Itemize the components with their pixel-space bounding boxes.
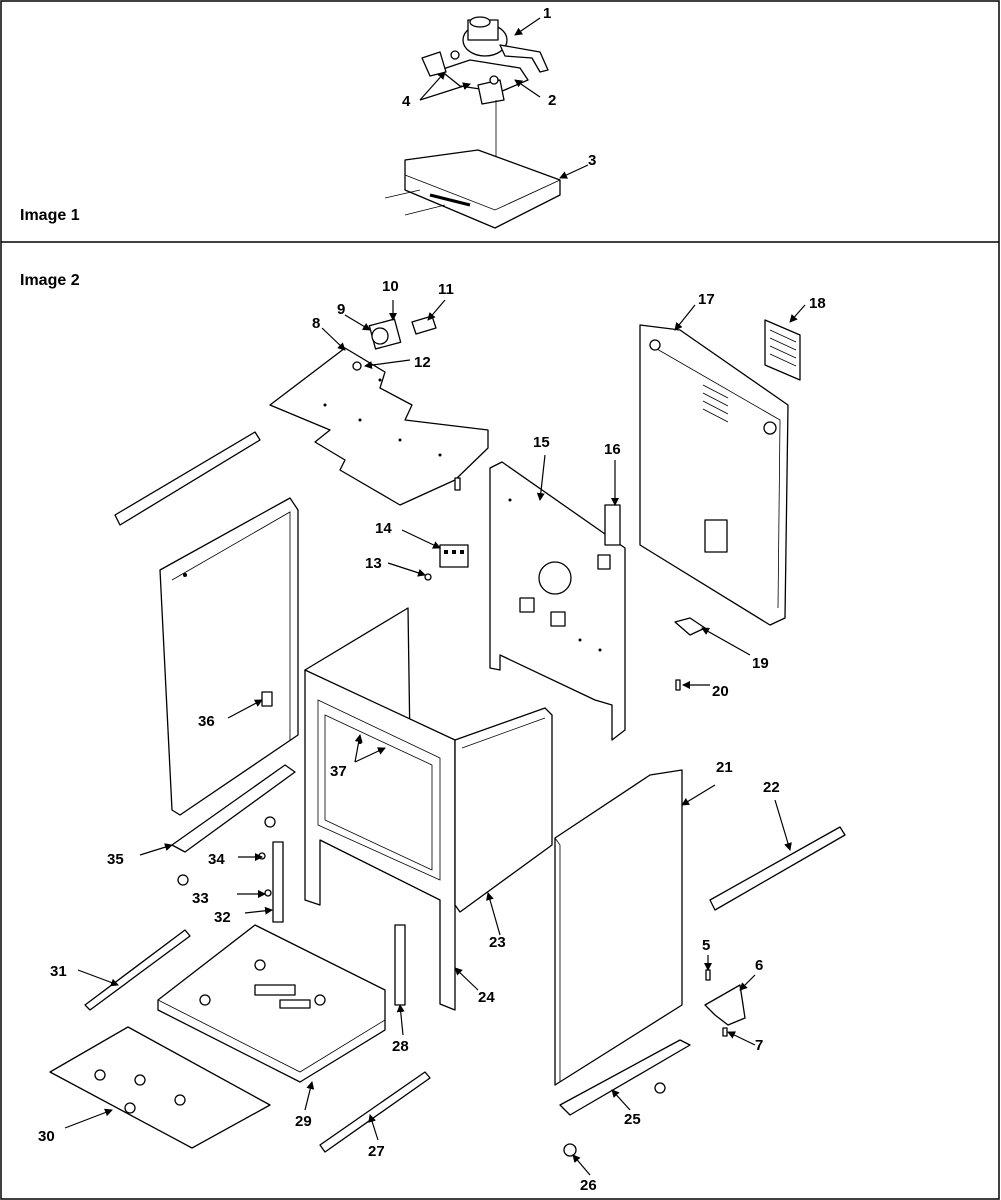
- callout-20: 20: [712, 683, 729, 700]
- part-22-rail: [709, 826, 846, 911]
- callout-34: 34: [208, 851, 225, 868]
- callout-19: 19: [752, 655, 769, 672]
- callout-15: 15: [533, 434, 550, 451]
- callout-3: 3: [588, 152, 596, 169]
- part-31-rail: [84, 929, 191, 1011]
- callout-31: 31: [50, 963, 67, 980]
- part-7-screw: [722, 1027, 728, 1037]
- part-9-10-fan-assembly: [368, 318, 402, 350]
- part-30-bottom-plate: [49, 1026, 271, 1149]
- part-19-bracket: [674, 617, 706, 636]
- part-13-screw: [424, 573, 432, 581]
- callout-13: 13: [365, 555, 382, 572]
- callout-33: 33: [192, 890, 209, 907]
- part-27-rail: [319, 1071, 431, 1153]
- part-35-rail: [171, 764, 296, 853]
- callout-29: 29: [295, 1113, 312, 1130]
- callout-18: 18: [809, 295, 826, 312]
- part-5-screw: [705, 969, 711, 981]
- callout-21: 21: [716, 759, 733, 776]
- callout-7: 7: [755, 1037, 763, 1054]
- part-20-screw: [675, 679, 681, 691]
- part-15-back-panel: [489, 461, 626, 741]
- image-2-title: Image 2: [20, 272, 80, 289]
- part-24-front-frame: [304, 607, 456, 1011]
- callout-5: 5: [702, 937, 710, 954]
- callout-22: 22: [763, 779, 780, 796]
- callout-9: 9: [337, 301, 345, 318]
- part-28-hinge: [394, 924, 406, 1006]
- callout-24: 24: [478, 989, 495, 1006]
- callout-30: 30: [38, 1128, 55, 1145]
- callout-6: 6: [755, 957, 763, 974]
- callout-8: 8: [312, 315, 320, 332]
- callout-27: 27: [368, 1143, 385, 1160]
- callout-12: 12: [414, 354, 431, 371]
- callout-35: 35: [107, 851, 124, 868]
- leveling-foot: [177, 874, 189, 886]
- left-side-panel: [159, 497, 299, 816]
- callout-23: 23: [489, 934, 506, 951]
- image-1-illustration: [384, 16, 589, 229]
- part-16-plate: [604, 504, 621, 546]
- callout-37: 37: [330, 763, 347, 780]
- callout-28: 28: [392, 1038, 409, 1055]
- image-1-title: Image 1: [20, 207, 80, 224]
- part-12-screw: [352, 361, 362, 371]
- part-8-top-panel: [269, 347, 489, 506]
- part-26-leveling-leg: [563, 1143, 577, 1157]
- leveling-foot: [264, 816, 276, 828]
- part-36-switch: [261, 691, 273, 707]
- callout-2: 2: [548, 92, 556, 109]
- callout-10: 10: [382, 278, 399, 295]
- callout-25: 25: [624, 1111, 641, 1128]
- callout-11: 11: [438, 281, 454, 298]
- callout-17: 17: [698, 291, 715, 308]
- leveling-foot: [654, 1082, 666, 1094]
- part-11-bracket: [411, 315, 437, 335]
- part-25-bottom-rail: [559, 1039, 691, 1116]
- callout-36: 36: [198, 713, 215, 730]
- part-34-screw: [258, 852, 266, 860]
- part-3-plate: [384, 149, 561, 229]
- part-2-bracket: [439, 59, 529, 93]
- callout-14: 14: [375, 520, 392, 537]
- callout-32: 32: [214, 909, 231, 926]
- part-32-hinge: [272, 841, 284, 923]
- image-2-illustration: [49, 299, 846, 1176]
- part-18-vent-cover: [764, 319, 801, 381]
- callout-4: 4: [402, 93, 411, 110]
- part-14-terminal-block: [439, 544, 469, 568]
- part-6-bracket: [704, 984, 746, 1026]
- callout-labels: 1 2 3 4 5 6 7 8 9 10 11 12 13 14 15 16 1…: [38, 5, 826, 1194]
- part-29-bottom-tray: [157, 924, 386, 1083]
- part-1-motor: [462, 16, 549, 73]
- part-33-screw: [264, 889, 272, 897]
- callout-26: 26: [580, 1177, 597, 1194]
- callout-1: 1: [543, 5, 551, 22]
- part-17-back-cover: [639, 324, 789, 626]
- callout-16: 16: [604, 441, 621, 458]
- top-rail: [114, 431, 261, 526]
- part-23-side-panel: [454, 707, 553, 913]
- part-21-side-panel: [554, 769, 683, 1086]
